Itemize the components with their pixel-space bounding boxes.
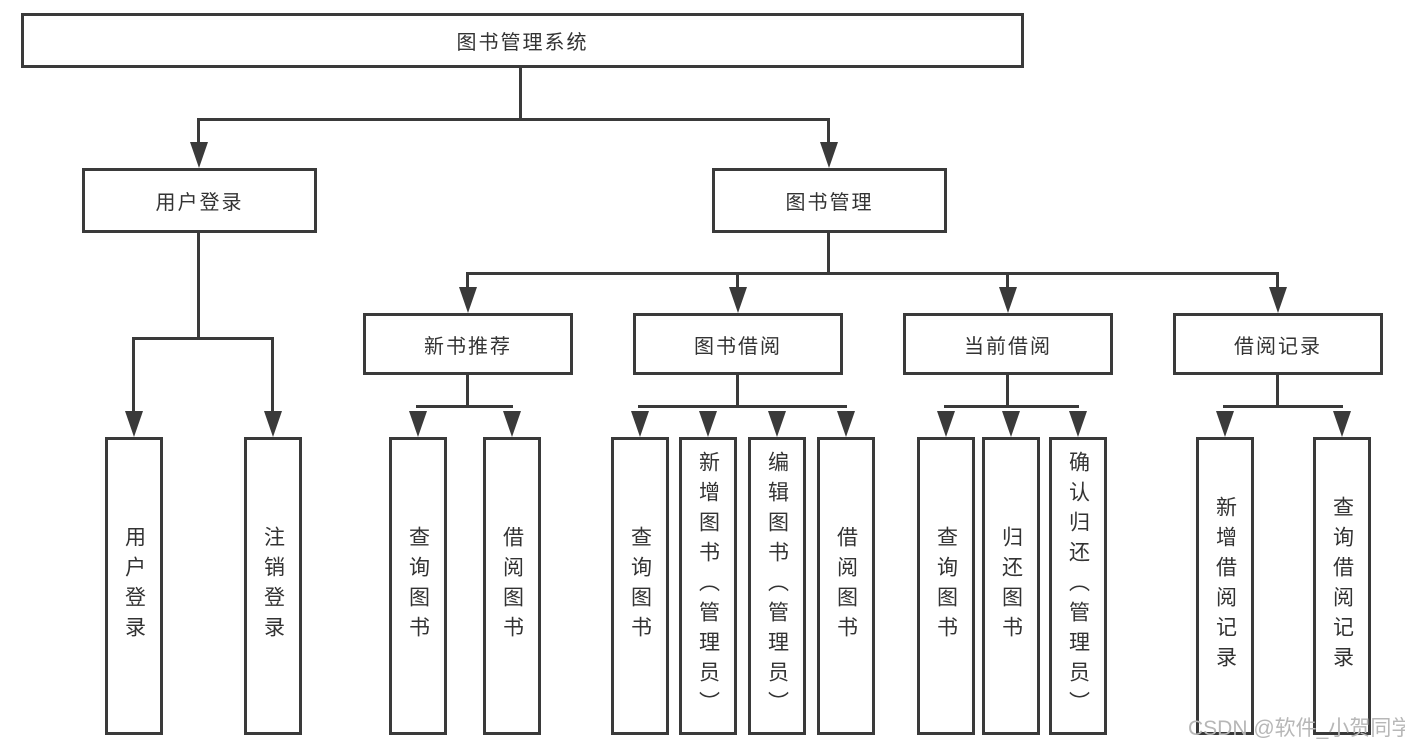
connector-user-login-rail: [132, 337, 274, 340]
leaf-borrow-book-1-label: 借阅图书: [500, 526, 524, 646]
leaf-query-book-2-label: 查询图书: [628, 526, 652, 646]
leaf-query-book-2: 查询图书: [611, 437, 669, 735]
connector-book-borrow-rail: [638, 405, 847, 408]
arrow-down-icon: [190, 142, 208, 168]
arrow-down-icon: [1216, 411, 1234, 437]
connector-leaf-drop: [271, 337, 274, 412]
connector-current-borrow-stem: [1006, 375, 1009, 408]
connector-leaf-drop: [132, 337, 135, 412]
connector-borrow-records-stem: [1276, 375, 1279, 408]
leaf-confirm-return-admin-label: 确认归还（管理员）: [1066, 451, 1090, 721]
leaf-add-borrow-record-label: 新增借阅记录: [1213, 496, 1237, 676]
node-book-borrow-label: 图书借阅: [694, 335, 782, 358]
connector-current-borrow-drop: [1006, 272, 1009, 289]
connector-book-mgmt-drop: [827, 118, 830, 145]
leaf-return-book-label: 归还图书: [999, 526, 1023, 646]
arrow-down-icon: [1002, 411, 1020, 437]
leaf-borrow-book-1: 借阅图书: [483, 437, 541, 735]
connector-book-mgmt-stem: [827, 233, 830, 272]
arrow-down-icon: [999, 287, 1017, 313]
arrow-down-icon: [837, 411, 855, 437]
connector-book-borrow-stem: [736, 375, 739, 408]
arrow-down-icon: [768, 411, 786, 437]
arrow-down-icon: [1269, 287, 1287, 313]
leaf-confirm-return-admin: 确认归还（管理员）: [1049, 437, 1107, 735]
node-new-book-recommend: 新书推荐: [363, 313, 573, 375]
arrow-down-icon: [937, 411, 955, 437]
node-user-login: 用户登录: [82, 168, 317, 233]
leaf-logout-label: 注销登录: [261, 526, 285, 646]
node-borrow-records: 借阅记录: [1173, 313, 1383, 375]
arrow-down-icon: [1333, 411, 1351, 437]
node-book-management: 图书管理: [712, 168, 947, 233]
leaf-query-borrow-record-label: 查询借阅记录: [1330, 496, 1354, 676]
connector-user-login-drop: [197, 118, 200, 145]
connector-borrow-records-rail: [1223, 405, 1343, 408]
leaf-borrow-book-2-label: 借阅图书: [834, 526, 858, 646]
arrow-down-icon: [459, 287, 477, 313]
connector-level2-rail: [466, 272, 1279, 275]
leaf-edit-book-admin: 编辑图书（管理员）: [748, 437, 806, 735]
connector-borrow-records-drop: [1276, 272, 1279, 289]
node-current-borrow: 当前借阅: [903, 313, 1113, 375]
leaf-edit-book-admin-label: 编辑图书（管理员）: [765, 451, 789, 721]
arrow-down-icon: [699, 411, 717, 437]
leaf-add-borrow-record: 新增借阅记录: [1196, 437, 1254, 735]
arrow-down-icon: [503, 411, 521, 437]
connector-user-login-stem: [197, 233, 200, 337]
leaf-add-book-admin-label: 新增图书（管理员）: [696, 451, 720, 721]
leaf-logout: 注销登录: [244, 437, 302, 735]
arrow-down-icon: [1069, 411, 1087, 437]
node-book-management-label: 图书管理: [785, 192, 874, 214]
leaf-user-login-label: 用户登录: [122, 526, 146, 646]
leaf-query-book-1-label: 查询图书: [406, 526, 430, 646]
node-book-borrow: 图书借阅: [633, 313, 843, 375]
connector-current-borrow-rail: [944, 405, 1079, 408]
connector-new-rec-rail: [416, 405, 513, 408]
connector-new-rec-drop: [466, 272, 469, 289]
csdn-watermark: CSDN @软件_小贺同学: [1188, 717, 1405, 740]
arrow-down-icon: [729, 287, 747, 313]
arrow-down-icon: [631, 411, 649, 437]
leaf-query-book-1: 查询图书: [389, 437, 447, 735]
node-borrow-records-label: 借阅记录: [1234, 335, 1322, 358]
connector-new-rec-stem: [466, 375, 469, 408]
connector-book-borrow-drop: [736, 272, 739, 289]
node-new-book-recommend-label: 新书推荐: [424, 335, 512, 358]
leaf-borrow-book-2: 借阅图书: [817, 437, 875, 735]
arrow-down-icon: [409, 411, 427, 437]
arrow-down-icon: [125, 411, 143, 437]
node-user-login-label: 用户登录: [155, 192, 244, 214]
leaf-add-book-admin: 新增图书（管理员）: [679, 437, 737, 735]
node-root: 图书管理系统: [21, 13, 1024, 68]
connector-root-stem: [519, 68, 522, 118]
arrow-down-icon: [264, 411, 282, 437]
node-root-label: 图书管理系统: [456, 32, 589, 54]
leaf-query-book-3-label: 查询图书: [934, 526, 958, 646]
leaf-query-borrow-record: 查询借阅记录: [1313, 437, 1371, 735]
node-current-borrow-label: 当前借阅: [964, 335, 1052, 358]
arrow-down-icon: [820, 142, 838, 168]
connector-level1-rail: [197, 118, 830, 121]
leaf-user-login: 用户登录: [105, 437, 163, 735]
leaf-query-book-3: 查询图书: [917, 437, 975, 735]
leaf-return-book: 归还图书: [982, 437, 1040, 735]
